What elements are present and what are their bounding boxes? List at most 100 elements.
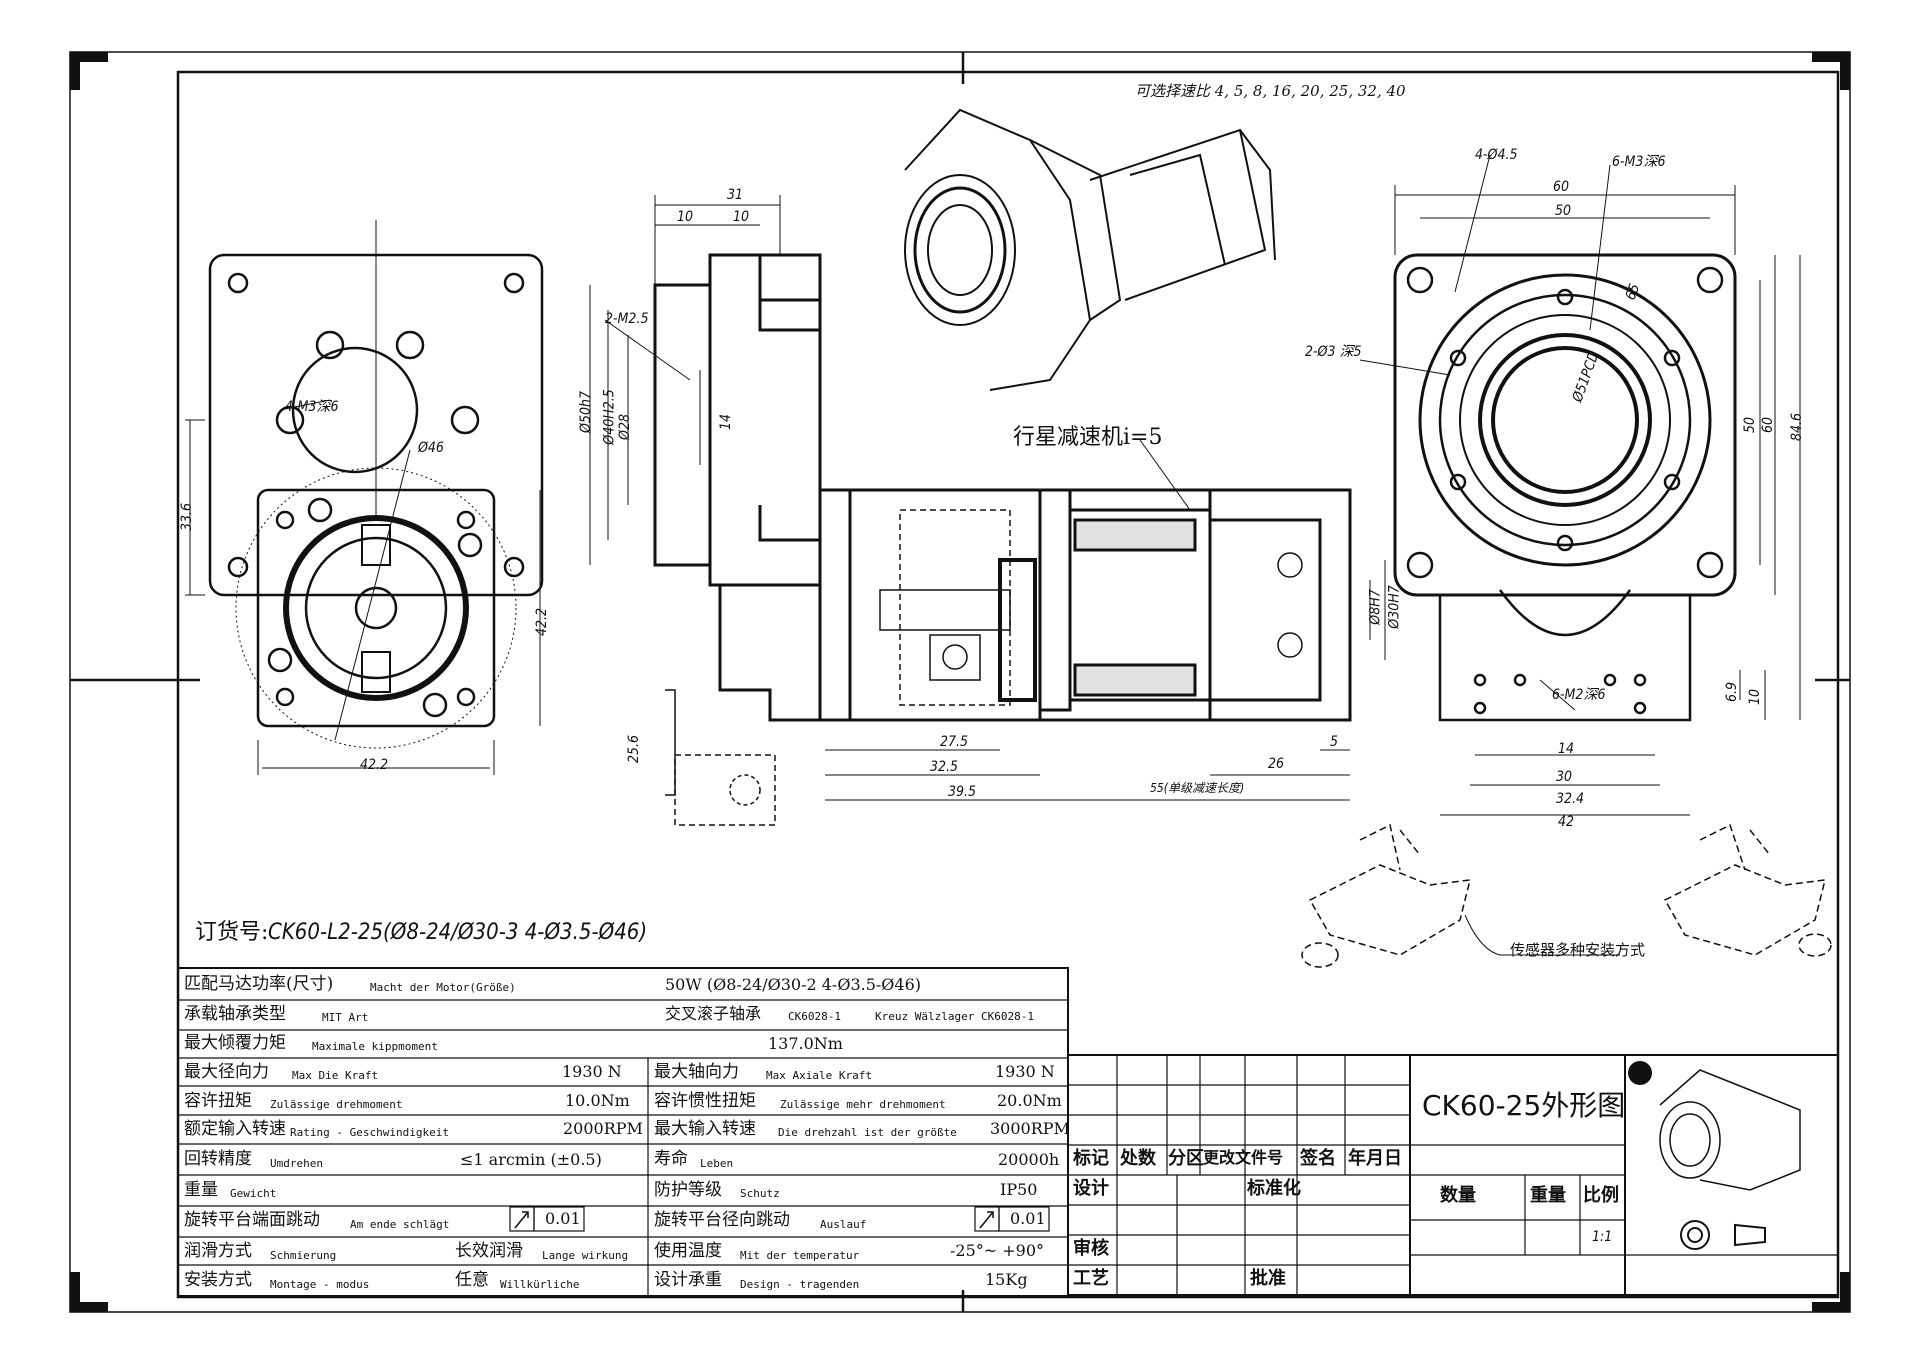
reducer-note: 行星减速机i=5	[1013, 425, 1163, 450]
torque-val: 10.0Nm	[565, 1091, 630, 1110]
load-cn: 设计承重	[654, 1270, 722, 1290]
load-de: Design - tragenden	[740, 1278, 860, 1291]
protection-val: IP50	[1000, 1180, 1038, 1199]
axial-cn: 最大轴向力	[654, 1062, 739, 1082]
iso-view	[904, 108, 1276, 391]
mount-val: 任意	[455, 1270, 489, 1290]
axial-val: 1930 N	[995, 1062, 1055, 1081]
dim-42: 42	[1558, 814, 1575, 830]
mount-cn: 安装方式	[184, 1270, 252, 1290]
dim-m3b: 6-M3深6	[1612, 154, 1666, 170]
col-signature: 签名	[1300, 1148, 1336, 1169]
row-process: 工艺	[1073, 1268, 1109, 1289]
dim-50: 50	[1555, 203, 1572, 219]
tilt-cn: 最大倾覆力矩	[184, 1033, 286, 1053]
dim-422b: 42.2	[534, 607, 551, 637]
dim-26: 26	[1268, 756, 1285, 772]
right-dims	[1359, 154, 1801, 816]
col-count: 处数	[1120, 1148, 1156, 1169]
radial-runout-de: Auslauf	[820, 1218, 867, 1231]
protection-de: Schutz	[740, 1187, 780, 1200]
right-view	[1393, 253, 1737, 722]
motor-cn: 匹配马达功率(尺寸)	[184, 974, 334, 994]
mount-val2: Willkürliche	[500, 1278, 580, 1291]
rated-speed-cn: 额定输入转速	[184, 1119, 286, 1139]
radial-runout-val: 0.01	[1010, 1209, 1046, 1228]
dim-10b: 10	[733, 209, 750, 225]
qty-header: 数量	[1440, 1185, 1476, 1206]
corner-marks	[70, 52, 1850, 1312]
face-runout-cn: 旋转平台端面跳动	[184, 1210, 320, 1230]
weight-de: Gewicht	[230, 1187, 277, 1200]
motor-val: 50W (Ø8-24/Ø30-2 4-Ø3.5-Ø46)	[665, 975, 922, 994]
face-runout-de: Am ende schlägt	[350, 1218, 450, 1231]
runout-symbols	[514, 1211, 994, 1229]
title-iso-icon	[1659, 1069, 1801, 1191]
bearing-cn: 承载轴承类型	[184, 1004, 286, 1024]
weight-header: 重量	[1530, 1185, 1566, 1206]
order-value: CK60-L2-25(Ø8-24/Ø30-3 4-Ø3.5-Ø46)	[268, 920, 648, 945]
row-review: 审核	[1073, 1238, 1109, 1259]
dim-30: 30	[1556, 769, 1573, 785]
dim-60: 60	[1553, 179, 1570, 195]
scale-header: 比例	[1583, 1185, 1619, 1206]
radial-val: 1930 N	[562, 1062, 622, 1081]
life-cn: 寿命	[654, 1149, 688, 1169]
max-speed-val: 3000RPM	[990, 1119, 1070, 1138]
dim-5: 5	[1330, 734, 1339, 750]
drawing-title: CK60-25外形图	[1422, 1089, 1626, 1122]
motor-de: Macht der Motor(Größe)	[370, 981, 516, 994]
rated-speed-val: 2000RPM	[563, 1119, 643, 1138]
mount-de: Montage - modus	[270, 1278, 370, 1291]
col-zone: 分区	[1168, 1148, 1204, 1169]
dim-325: 32.5	[930, 759, 959, 775]
outer-frame	[69, 51, 1851, 1313]
lube-val: 长效润滑	[455, 1241, 523, 1261]
dim-10a: 10	[677, 209, 694, 225]
sensor-note: 传感器多种安装方式	[1510, 941, 1646, 959]
lube-val2: Lange wirkung	[542, 1249, 629, 1262]
axial-de: Max Axiale Kraft	[766, 1069, 872, 1082]
dim-phi46: Ø46	[418, 440, 444, 456]
life-de: Leben	[700, 1157, 734, 1170]
dim-50v: 50	[1742, 416, 1759, 434]
dim-846: 84.6	[1789, 412, 1806, 442]
protection-cn: 防护等级	[654, 1180, 722, 1200]
col-marker: 标记	[1073, 1148, 1109, 1169]
dim-phi8: Ø8H7	[1367, 589, 1384, 625]
logo-icon	[1628, 1061, 1652, 1085]
dim-phi50: Ø50h7	[577, 391, 594, 433]
temp-de: Mit der temperatur	[740, 1249, 860, 1262]
temp-val: -25°~ +90°	[950, 1241, 1045, 1260]
row-standard: 标准化	[1247, 1178, 1301, 1199]
lube-cn: 润滑方式	[184, 1241, 252, 1261]
tilt-val: 137.0Nm	[768, 1034, 843, 1053]
dim-phi40: Ø40H2.5	[601, 389, 618, 445]
accuracy-de: Umdrehen	[270, 1157, 323, 1170]
inertia-de: Zulässige mehr drehmoment	[780, 1098, 946, 1111]
face-runout-val: 0.01	[545, 1209, 581, 1228]
dim-422a: 42.2	[360, 757, 389, 773]
dim-10v: 10	[1747, 688, 1764, 706]
tilt-de: Maximale kippmoment	[312, 1040, 438, 1053]
load-val: 15Kg	[985, 1270, 1028, 1289]
dim-60v: 60	[1760, 416, 1777, 434]
scale-value: 1:1	[1592, 1229, 1613, 1245]
dim-395: 39.5	[948, 784, 977, 800]
left-dims	[185, 220, 541, 775]
center-marks	[70, 52, 1850, 1312]
dim-14a: 14	[718, 413, 735, 431]
front-view	[653, 253, 1352, 722]
radial-cn: 最大径向力	[184, 1062, 269, 1082]
dim-324: 32.4	[1556, 791, 1585, 807]
sensor-brackets	[1301, 823, 1832, 968]
accuracy-cn: 回转精度	[184, 1149, 252, 1169]
torque-cn: 容许扭矩	[184, 1091, 252, 1111]
weight-cn: 重量	[184, 1180, 218, 1200]
bracket-detail	[665, 689, 776, 826]
max-speed-cn: 最大输入转速	[654, 1119, 756, 1139]
bearing-de: MIT Art	[322, 1011, 369, 1024]
col-change-doc: 更改文件号	[1203, 1148, 1284, 1167]
sensor-leader	[1464, 914, 1620, 956]
